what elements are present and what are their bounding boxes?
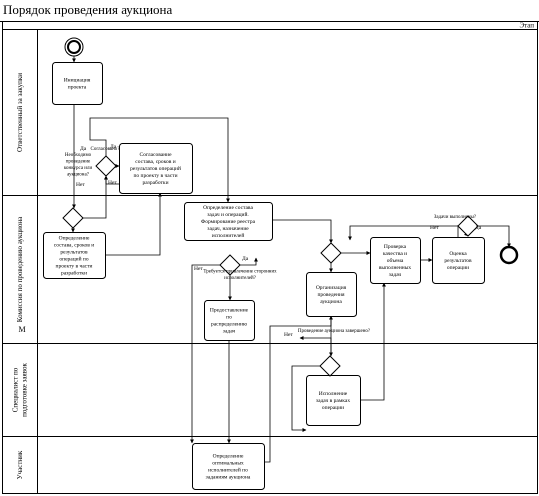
- task-t5[interactable]: [370, 237, 421, 284]
- flow-gend-loop: [348, 225, 458, 241]
- flow-gend-end: [478, 225, 511, 248]
- flow-label-g3-yes: Да: [242, 256, 249, 262]
- flow-g3-t10: [190, 264, 220, 444]
- flow-label-g2-yes: Да: [110, 144, 117, 150]
- flow-g5-loop: [299, 336, 332, 356]
- gateway-g2-question: Согласовано?: [91, 147, 121, 152]
- flow-t9-t5: [360, 282, 386, 401]
- task-t9[interactable]: [306, 375, 361, 426]
- task-t2[interactable]: [119, 143, 193, 194]
- flow-label-g5-no: Нет: [430, 225, 439, 231]
- flow-label-g5-yes: Да: [475, 225, 482, 231]
- gateway-g1[interactable]: [62, 207, 84, 229]
- stage-label: Этап: [519, 22, 534, 30]
- flow-label-g1-yes: Да: [80, 146, 87, 152]
- flow-g2-t4-yes: [89, 117, 230, 203]
- end-event[interactable]: [499, 245, 519, 265]
- flow-t4-g4: [272, 219, 333, 244]
- task-t8[interactable]: [204, 300, 255, 341]
- gateway-g5-question: Задачи выполнены?: [434, 215, 477, 220]
- gateway-gEnd[interactable]: [457, 215, 479, 237]
- pool-border: [2, 21, 538, 494]
- gateway-g5[interactable]: [319, 355, 341, 377]
- task-t6[interactable]: [432, 237, 485, 284]
- flow-label-g1-no: Нет: [76, 182, 85, 188]
- task-t1[interactable]: [52, 62, 103, 105]
- diagram-title: Порядок проведения аукциона: [3, 2, 173, 17]
- flow-label-g3-no: Нет: [194, 266, 203, 272]
- task-t10[interactable]: [192, 443, 265, 490]
- gateway-g2[interactable]: [95, 155, 117, 177]
- flow-g1-g2: [83, 175, 108, 219]
- flow-g5-t9: [291, 365, 320, 432]
- gateway-g3[interactable]: [219, 254, 241, 276]
- task-t4[interactable]: [184, 202, 273, 241]
- flow-label-g4-no: Нет: [284, 332, 293, 338]
- lane-label-lane3: Специалист поподготовке заявок: [12, 362, 29, 416]
- lane2-extra-label: М: [18, 325, 25, 334]
- lane-label-lane1: Ответственный за закупки: [16, 73, 24, 152]
- task-t3[interactable]: [43, 232, 106, 279]
- gateway-g4-question: Проведение аукциона завершено?: [298, 329, 371, 334]
- flow-label-g2-no: Нет: [108, 180, 117, 186]
- lane-label-lane4: Участник: [16, 450, 24, 479]
- gateway-g4[interactable]: [320, 242, 342, 264]
- task-t7[interactable]: [306, 272, 357, 317]
- flow-t3-t2: [105, 192, 162, 256]
- flow-g3-yes: [240, 257, 258, 266]
- lane-label-lane2: Комиссия по проведению аукциона: [16, 216, 24, 322]
- start-event-inner: [67, 40, 81, 54]
